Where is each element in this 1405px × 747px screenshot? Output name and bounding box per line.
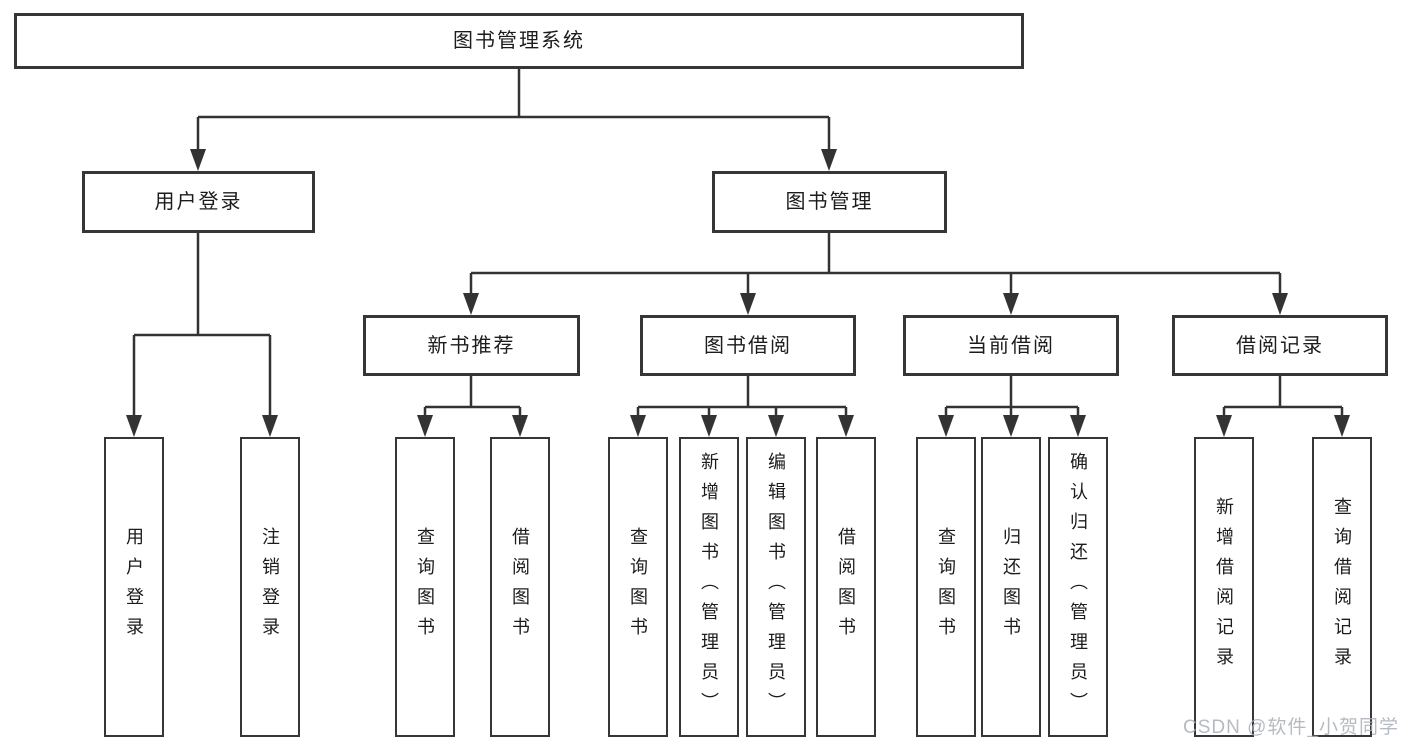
leaf-recommend-query-book-label: 查询图书 — [415, 527, 435, 647]
leaf-recommend-borrow-book: 借阅图书 — [490, 437, 550, 737]
arrow-down-icon — [740, 293, 756, 315]
connector-lines — [132, 69, 1344, 417]
leaf-borrow-borrow-book-label: 借阅图书 — [836, 527, 856, 647]
leaf-logout-label: 注销登录 — [260, 527, 280, 647]
leaf-current-query-book-label: 查询图书 — [936, 527, 956, 647]
node-root-label: 图书管理系统 — [453, 30, 585, 52]
node-user-login-label: 用户登录 — [154, 191, 243, 213]
connector-arrowheads — [126, 149, 1350, 437]
arrow-down-icon — [262, 415, 278, 437]
node-new-book-recommend-label: 新书推荐 — [427, 334, 516, 357]
leaf-add-book-admin-label: 新增图书（管理员） — [699, 452, 719, 722]
leaf-add-borrow-record-label: 新增借阅记录 — [1214, 497, 1234, 677]
leaf-edit-book-admin: 编辑图书（管理员） — [746, 437, 806, 737]
node-borrow-records: 借阅记录 — [1172, 315, 1388, 376]
leaf-confirm-return-admin: 确认归还（管理员） — [1048, 437, 1108, 737]
leaf-edit-book-admin-label: 编辑图书（管理员） — [766, 452, 786, 722]
node-new-book-recommend: 新书推荐 — [363, 315, 580, 376]
node-current-borrow-label: 当前借阅 — [967, 334, 1055, 357]
arrow-down-icon — [838, 415, 854, 437]
leaf-return-book: 归还图书 — [981, 437, 1041, 737]
arrow-down-icon — [938, 415, 954, 437]
arrow-down-icon — [1216, 415, 1232, 437]
arrow-down-icon — [701, 415, 717, 437]
arrow-down-icon — [1272, 293, 1288, 315]
node-borrow-records-label: 借阅记录 — [1236, 334, 1324, 357]
arrow-down-icon — [1334, 415, 1350, 437]
leaf-logout: 注销登录 — [240, 437, 300, 737]
arrow-down-icon — [417, 415, 433, 437]
node-book-management-label: 图书管理 — [785, 191, 874, 213]
leaf-current-query-book: 查询图书 — [916, 437, 976, 737]
leaf-query-borrow-record: 查询借阅记录 — [1312, 437, 1372, 737]
leaf-recommend-borrow-book-label: 借阅图书 — [510, 527, 530, 647]
node-user-login: 用户登录 — [82, 171, 315, 233]
arrow-down-icon — [126, 415, 142, 437]
node-book-management: 图书管理 — [712, 171, 947, 233]
leaf-return-book-label: 归还图书 — [1001, 527, 1021, 647]
leaf-borrow-query-book: 查询图书 — [608, 437, 668, 737]
leaf-add-borrow-record: 新增借阅记录 — [1194, 437, 1254, 737]
arrow-down-icon — [821, 149, 837, 171]
csdn-watermark: CSDN @软件_小贺同学 — [1183, 717, 1399, 738]
leaf-user-login-label: 用户登录 — [124, 527, 144, 647]
arrow-down-icon — [630, 415, 646, 437]
leaf-borrow-borrow-book: 借阅图书 — [816, 437, 876, 737]
leaf-confirm-return-admin-label: 确认归还（管理员） — [1068, 452, 1088, 722]
arrow-down-icon — [1003, 293, 1019, 315]
node-current-borrow: 当前借阅 — [903, 315, 1119, 376]
leaf-add-book-admin: 新增图书（管理员） — [679, 437, 739, 737]
arrow-down-icon — [190, 149, 206, 171]
node-root: 图书管理系统 — [14, 13, 1024, 69]
node-book-borrow: 图书借阅 — [640, 315, 856, 376]
arrow-down-icon — [1070, 415, 1086, 437]
leaf-query-borrow-record-label: 查询借阅记录 — [1332, 497, 1352, 677]
arrow-down-icon — [512, 415, 528, 437]
node-book-borrow-label: 图书借阅 — [704, 334, 792, 357]
leaf-recommend-query-book: 查询图书 — [395, 437, 455, 737]
arrow-down-icon — [768, 415, 784, 437]
leaf-borrow-query-book-label: 查询图书 — [628, 527, 648, 647]
arrow-down-icon — [463, 293, 479, 315]
arrow-down-icon — [1003, 415, 1019, 437]
leaf-user-login: 用户登录 — [104, 437, 164, 737]
